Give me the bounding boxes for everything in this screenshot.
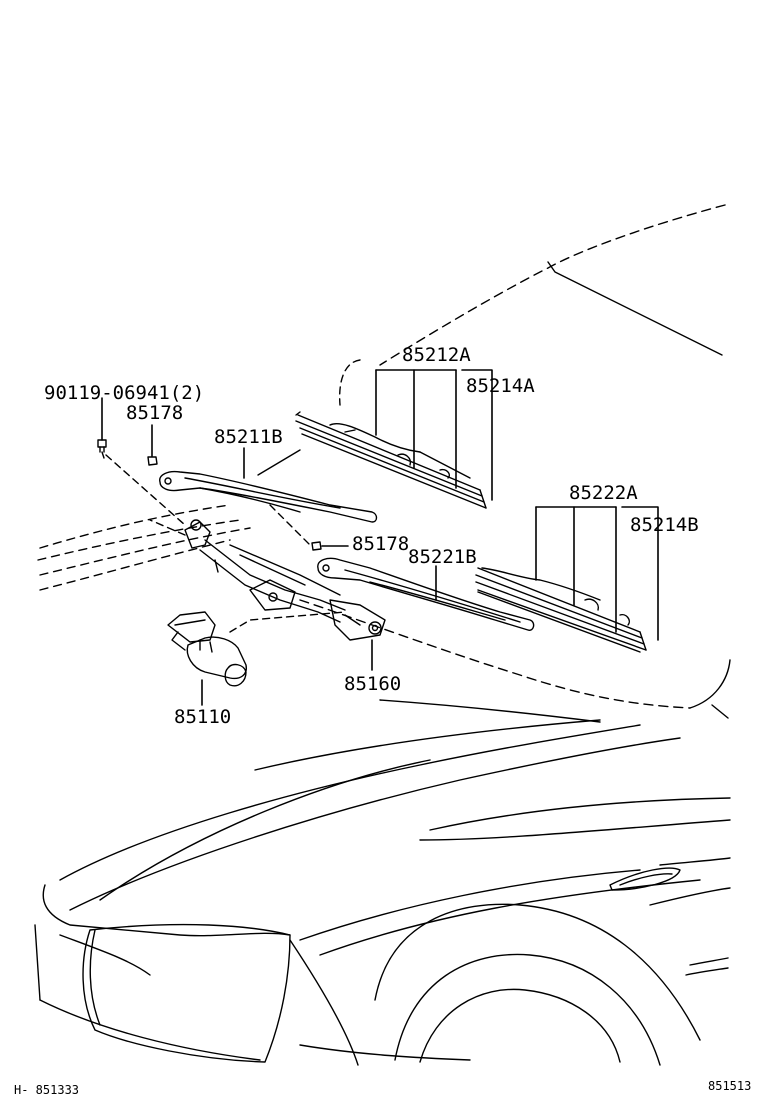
fasteners bbox=[97, 439, 322, 551]
wiper-motor bbox=[167, 611, 247, 687]
footer-left-code: H- 851333 bbox=[14, 1083, 80, 1097]
wiper-link-assembly bbox=[184, 519, 386, 641]
label-nut-upper: 85178 bbox=[126, 402, 184, 424]
label-arm-front: 85211B bbox=[214, 426, 283, 448]
assembly-guide-lines bbox=[105, 454, 346, 633]
front-wiper-arm bbox=[159, 470, 378, 523]
front-wiper-blade bbox=[295, 411, 487, 509]
car-body-outline bbox=[34, 204, 731, 1066]
label-motor: 85110 bbox=[174, 706, 232, 728]
label-arm-rear: 85221B bbox=[408, 546, 477, 568]
label-rubber-rear: 85214B bbox=[630, 514, 699, 536]
footer-right-code: 851513 bbox=[708, 1079, 752, 1093]
label-nut-lower: 85178 bbox=[352, 533, 410, 555]
label-blade-rear: 85222A bbox=[569, 482, 638, 504]
rear-wiper-arm bbox=[317, 557, 535, 631]
label-rubber-front: 85214A bbox=[466, 375, 535, 397]
label-bolt: 90119-06941(2) bbox=[44, 382, 205, 404]
leader-lines bbox=[101, 369, 659, 706]
label-link: 85160 bbox=[344, 673, 402, 695]
label-blade-front: 85212A bbox=[402, 344, 471, 366]
rear-wiper-blade bbox=[475, 567, 647, 653]
